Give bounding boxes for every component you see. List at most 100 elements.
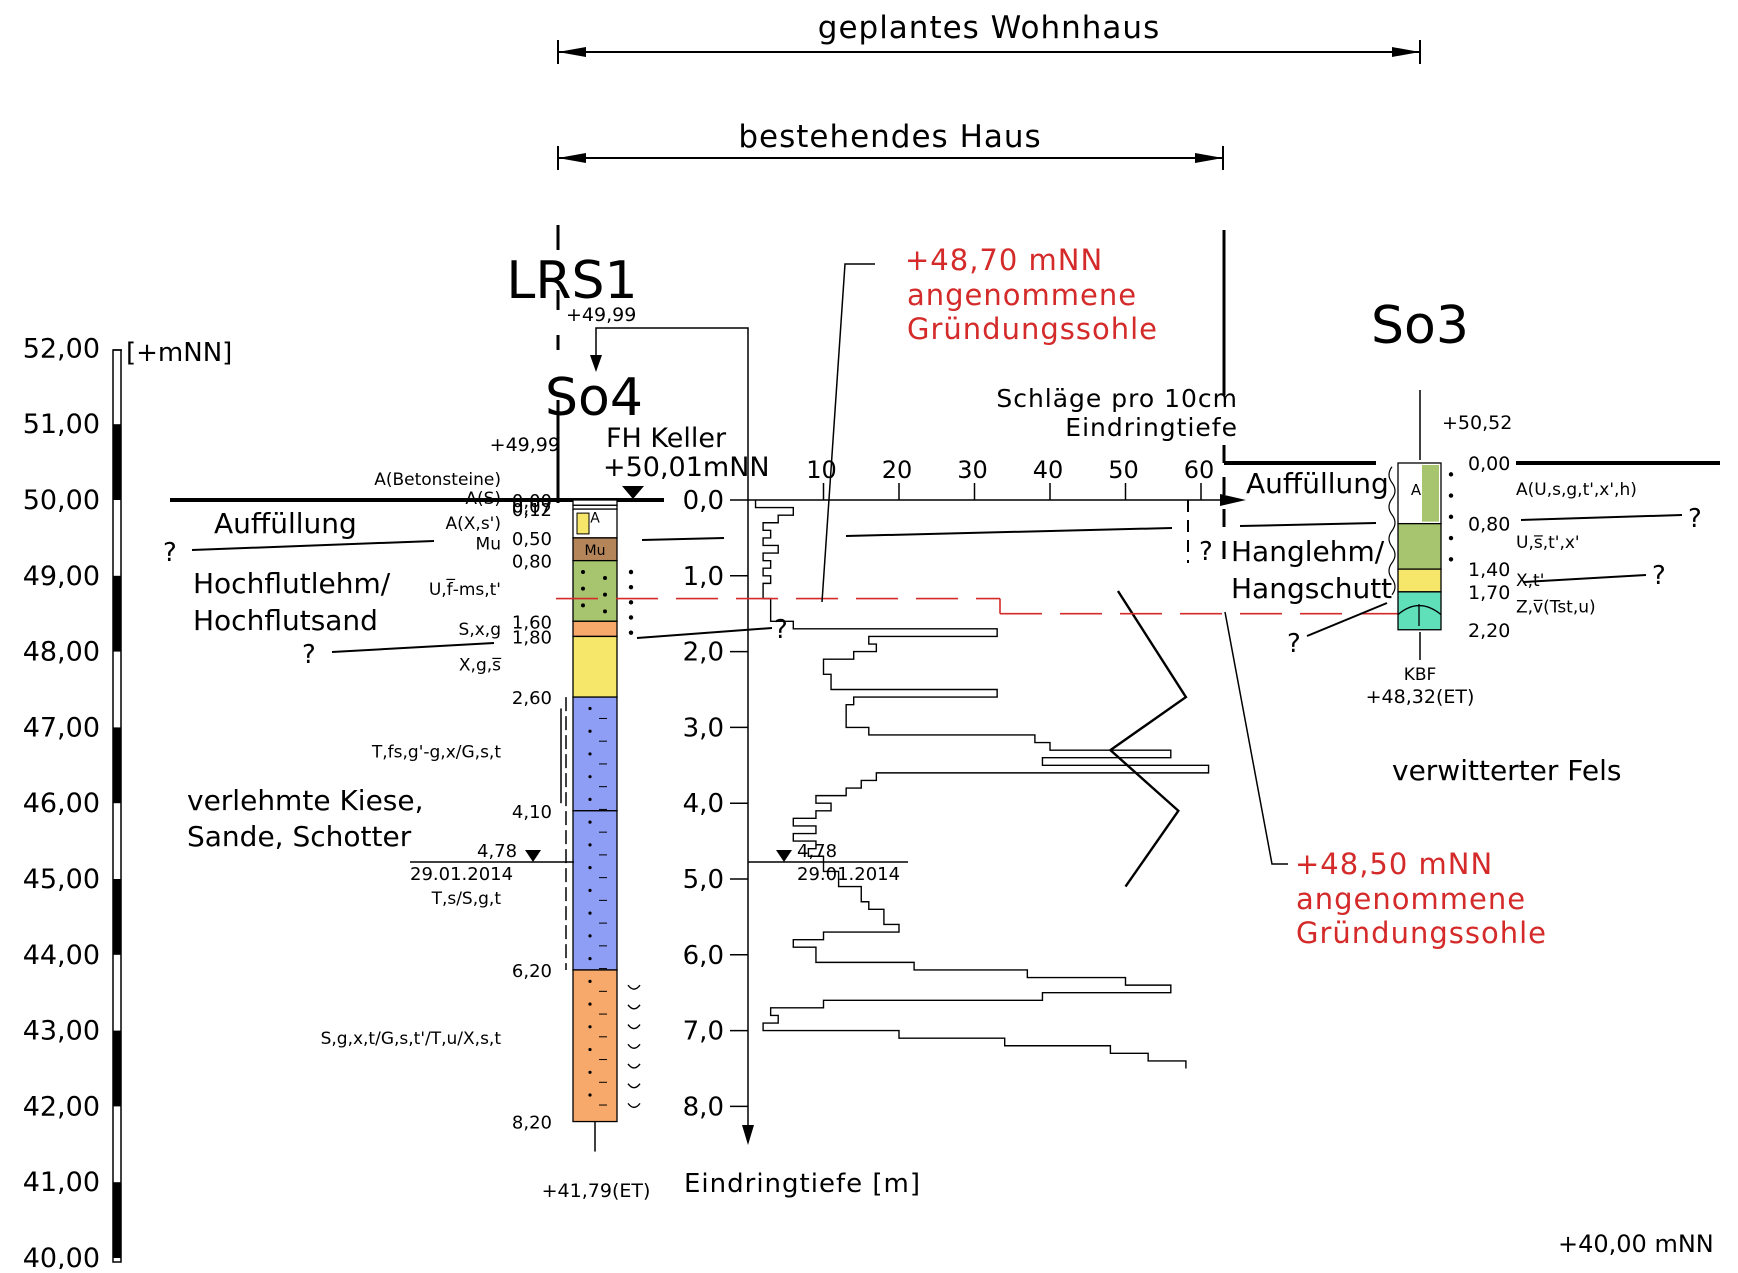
so4-moisture-dot bbox=[628, 630, 634, 635]
lrs1-title: LRS1 bbox=[506, 251, 637, 311]
unknown-mark-1: ? bbox=[163, 538, 177, 568]
so3-kbf: KBF bbox=[1404, 665, 1437, 685]
so4-green-dot bbox=[603, 592, 607, 597]
elevation-tick-label: 47,00 bbox=[23, 712, 100, 743]
so4-depth-label: 0,12 bbox=[512, 500, 552, 521]
so4-description: T,fs,g'-g,x/G,s,t bbox=[371, 743, 501, 763]
so4-pattern-dot bbox=[588, 934, 592, 938]
so3-zone-auffuellung: Auffüllung bbox=[1246, 467, 1389, 500]
so3-section: So3 +50,52 A 0,000,801,401,702,20A(U,s,g… bbox=[1224, 296, 1720, 787]
elevation-tick-label: 44,00 bbox=[23, 940, 100, 971]
gw-date-left: 29.01.2014 bbox=[410, 864, 513, 885]
so4-pattern-dot bbox=[588, 775, 592, 779]
so4-depth-label: 0,07 bbox=[512, 496, 552, 517]
pen-step-profile bbox=[754, 500, 1210, 1069]
so3-moisture-dot bbox=[1448, 535, 1454, 541]
so4-layer bbox=[572, 810, 618, 971]
pen-x-tick-label: 60 bbox=[1184, 456, 1215, 484]
so4-green-dot bbox=[603, 609, 607, 614]
scale-block bbox=[113, 727, 121, 804]
so3-description: U,s̅,t',x' bbox=[1516, 533, 1580, 553]
so4-moisture-dot bbox=[628, 600, 634, 605]
elevation-tick-label: 50,00 bbox=[23, 485, 100, 516]
so4-depth-label: 1,60 bbox=[512, 612, 552, 633]
found-left-level: +48,70 mNN bbox=[905, 243, 1103, 277]
scale-block bbox=[113, 424, 121, 500]
so4-description: A(S) bbox=[465, 489, 501, 509]
so4-pattern-dot bbox=[588, 911, 592, 915]
so4-moisture-dot bbox=[628, 584, 634, 590]
unknown-mark-4: ? bbox=[1199, 537, 1213, 567]
zone-kiese: verlehmte Kiese, bbox=[187, 784, 424, 817]
so4-pattern-dot bbox=[588, 706, 592, 711]
pen-y-tick-label: 5,0 bbox=[683, 865, 724, 895]
so4-depth-label: 4,10 bbox=[512, 802, 552, 823]
so3-layer bbox=[1397, 568, 1442, 593]
so3-fill-detail bbox=[1422, 465, 1439, 522]
so4-description: T,s/S,g,t bbox=[431, 889, 502, 909]
so4-fill-detail bbox=[576, 512, 590, 535]
found-right-line3: Gründungssohle bbox=[1296, 916, 1547, 950]
so3-rock-symbol bbox=[1397, 603, 1442, 626]
pen-y-tick-label: 4,0 bbox=[683, 789, 724, 819]
so4-pattern-dot bbox=[588, 979, 592, 983]
so4-layer-letter: A bbox=[590, 511, 600, 527]
so3-moisture-dot bbox=[1448, 514, 1454, 520]
correlation-lines: ? ? bbox=[636, 230, 1377, 645]
pen-title-1: Schläge pro 10cm bbox=[996, 384, 1238, 413]
so3-unknown-1: ? bbox=[1688, 504, 1702, 534]
so3-layer-letter: A bbox=[1411, 481, 1422, 499]
elevation-scale: [+mNN] 52,0051,0050,0049,0048,0047,0046,… bbox=[23, 333, 1714, 1273]
elevation-tick-label: 52,00 bbox=[23, 333, 100, 364]
so4-pattern-dot bbox=[588, 1093, 592, 1097]
so4-description: A(Betonsteine) bbox=[374, 470, 501, 490]
so4-layer bbox=[572, 635, 618, 698]
so3-unknown-2: ? bbox=[1652, 561, 1666, 591]
pen-x-tick-label: 30 bbox=[957, 456, 988, 484]
elevation-tick-label: 51,00 bbox=[23, 409, 100, 440]
keller-level: +50,01mNN bbox=[603, 452, 770, 483]
so4-description: X,g,s̅ bbox=[459, 656, 502, 676]
pen-x-tick-label: 20 bbox=[882, 456, 913, 484]
so3-unknown-3: ? bbox=[1287, 629, 1301, 659]
so4-pattern-dot bbox=[588, 843, 592, 847]
lrs1-header: LRS1 +49,99 So4 +49,99 FH Keller +50,01m… bbox=[490, 225, 770, 1145]
so3-depth-label: 1,40 bbox=[1468, 559, 1510, 581]
groundwater-left: 4,78 29.01.2014 bbox=[410, 841, 574, 885]
zone-hochflutlehm: Hochflutlehm/ bbox=[193, 567, 391, 600]
lrs1-top-level: +49,99 bbox=[566, 304, 636, 326]
pen-y-tick-label: 2,0 bbox=[683, 638, 724, 668]
pen-y-axis-label: Eindringtiefe [m] bbox=[684, 1169, 921, 1199]
so3-zone-fels: verwitterter Fels bbox=[1392, 754, 1621, 787]
pen-y-tick-label: 7,0 bbox=[683, 1017, 724, 1047]
so4-layer bbox=[572, 559, 618, 622]
so4-title: So4 bbox=[545, 368, 643, 428]
so4-wet-mark bbox=[627, 984, 641, 990]
so4-wet-mark bbox=[627, 1102, 641, 1109]
unknown-mark-3: ? bbox=[774, 615, 788, 645]
pen-y-tick-label: 1,0 bbox=[683, 562, 724, 592]
found-right-line2: angenommene bbox=[1296, 882, 1526, 916]
found-left-line3: Gründungssohle bbox=[907, 312, 1158, 346]
so4-wet-mark bbox=[627, 1043, 641, 1049]
so4-borehole-column: AMu bbox=[560, 499, 641, 1152]
so4-pattern-dot bbox=[588, 866, 592, 870]
base-elevation-label: +40,00 mNN bbox=[1558, 1230, 1714, 1258]
pen-y-tick-label: 0,0 bbox=[683, 486, 724, 516]
pen-x-tick-label: 40 bbox=[1033, 456, 1064, 484]
elevation-tick-label: 45,00 bbox=[23, 864, 100, 895]
so4-green-dot bbox=[581, 603, 585, 608]
so3-moisture-dot bbox=[1448, 472, 1454, 477]
scale-block bbox=[113, 1182, 121, 1258]
so4-layer bbox=[572, 499, 618, 506]
so4-depth-label: 1,80 bbox=[512, 627, 552, 648]
zone-sande-schotter: Sande, Schotter bbox=[187, 820, 412, 853]
pen-y-tick-label: 8,0 bbox=[683, 1092, 724, 1122]
so3-zone-hanglehm: Hanglehm/ bbox=[1231, 535, 1385, 568]
gw-depth-right: 4,78 bbox=[797, 841, 837, 862]
so4-description: S,g,x,t/G,s,t'/T,u/X,s,t bbox=[321, 1029, 502, 1049]
so4-pattern-dot bbox=[588, 797, 592, 802]
so3-depth-label: 0,80 bbox=[1468, 514, 1510, 536]
